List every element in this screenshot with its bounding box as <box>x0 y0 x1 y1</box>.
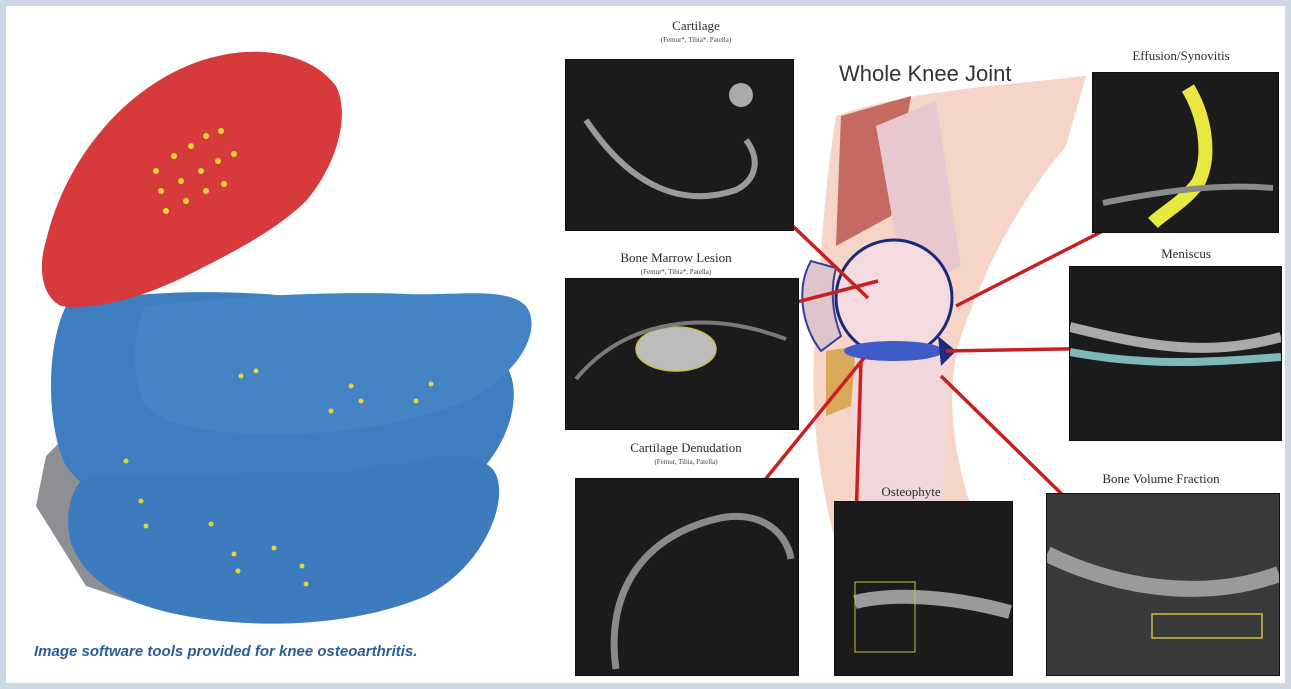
cartilage-layer <box>844 341 944 361</box>
panel-label-bone-marrow-lesion: Bone Marrow Lesion <box>576 250 776 266</box>
mri-cartilage <box>565 59 794 231</box>
figure-caption: Image software tools provided for knee o… <box>34 643 417 660</box>
panel-label-bone-volume-fraction: Bone Volume Fraction <box>1061 471 1261 487</box>
mri-osteophyte <box>834 501 1013 676</box>
figure-frame: Whole Knee Joint Cartilage (Femur*, Tibi… <box>6 6 1285 683</box>
panel-sublabel-cartilage-denudation: (Femur, Tibia, Patella) <box>576 458 796 466</box>
panel-label-osteophyte: Osteophyte <box>856 484 966 500</box>
mri-bone-volume-fraction <box>1046 493 1280 676</box>
figure-title: Whole Knee Joint <box>839 61 1011 87</box>
panel-label-effusion-synovitis: Effusion/Synovitis <box>1096 48 1266 64</box>
mri-bone-marrow-lesion <box>565 278 799 430</box>
mri-effusion-synovitis <box>1092 72 1279 233</box>
panel-label-cartilage-denudation: Cartilage Denudation <box>576 440 796 456</box>
mri-cartilage-denudation <box>575 478 799 676</box>
panel-sublabel-cartilage: (Femur*, Tibia*, Patella) <box>606 36 786 44</box>
panel-label-meniscus: Meniscus <box>1126 246 1246 262</box>
mri-meniscus <box>1069 266 1282 441</box>
femur-condyle <box>836 240 952 356</box>
panel-label-cartilage: Cartilage <box>606 18 786 34</box>
panel-sublabel-bone-marrow-lesion: (Femur*, Tibia*, Patella) <box>576 268 776 276</box>
